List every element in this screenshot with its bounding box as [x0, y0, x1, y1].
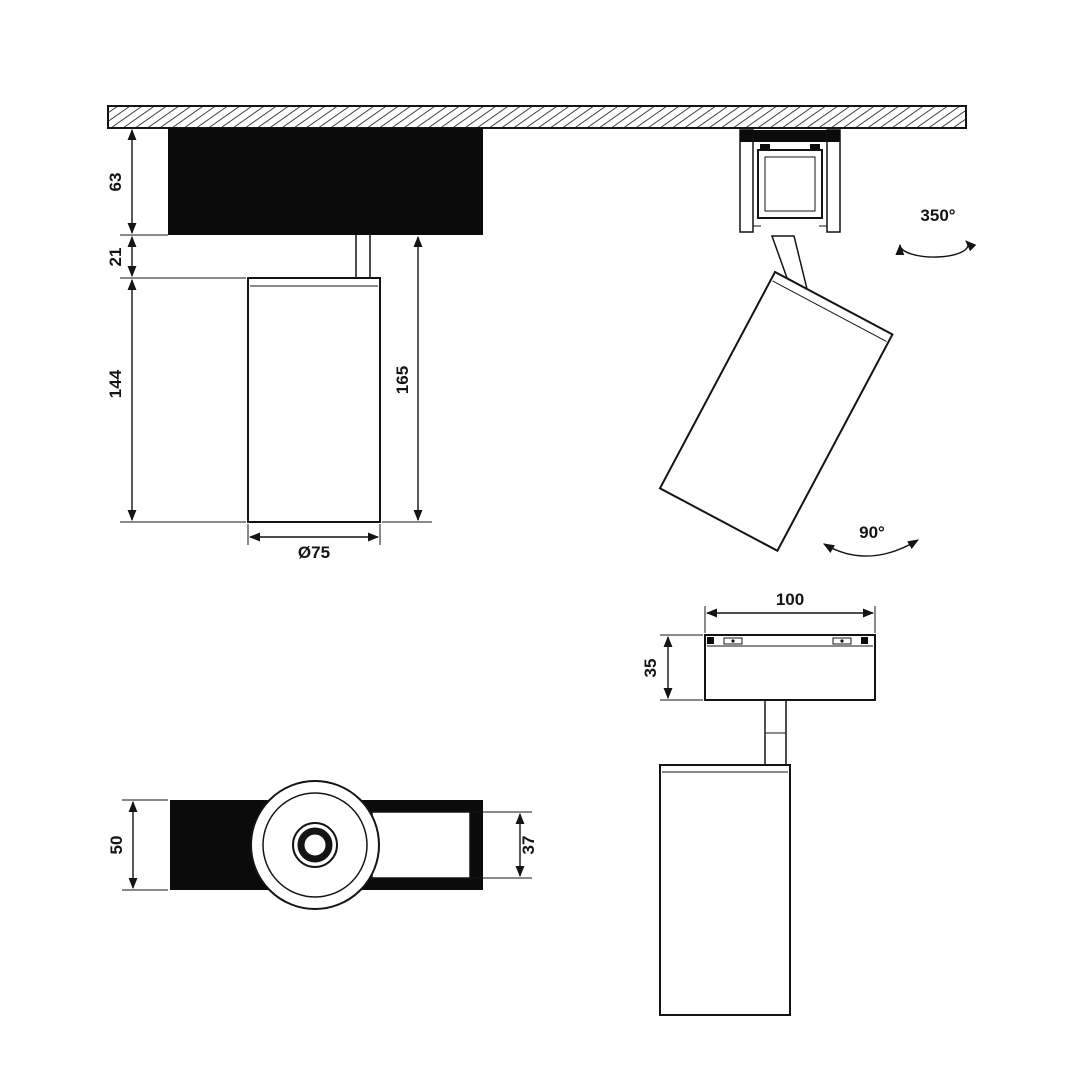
rotation-angle-label: 350° — [920, 206, 955, 225]
spotlight-body-side — [247, 277, 381, 523]
dim-adapter-width: 100 — [704, 590, 876, 633]
dim-label-diameter-75: Ø75 — [298, 543, 330, 562]
dim-label-144: 144 — [106, 369, 125, 398]
front-view — [659, 634, 876, 1016]
tilt-arrow — [823, 539, 919, 557]
bottom-view — [170, 780, 483, 910]
dim-label-165: 165 — [393, 366, 412, 394]
tilted-spotlight-body — [658, 270, 894, 553]
ceiling-hatched-section — [107, 105, 967, 129]
dim-label-63: 63 — [106, 173, 125, 192]
dim-label-35: 35 — [641, 659, 660, 678]
dim-label-100: 100 — [776, 590, 804, 609]
dim-track-depth: 63 21 144 — [106, 128, 246, 523]
dim-body-diameter: Ø75 — [247, 524, 381, 562]
tilt-annotation: 90° — [823, 523, 919, 557]
dim-overall-drop: 165 — [382, 235, 432, 523]
side-view — [168, 128, 483, 523]
lens-center — [297, 827, 333, 863]
housing-window — [371, 811, 471, 879]
track-adapter-front — [704, 634, 876, 701]
rotation-annotation: 350° — [895, 206, 977, 258]
dim-body-width: 50 — [107, 799, 168, 891]
track-cross-section — [739, 129, 841, 233]
tilt-angle-label: 90° — [859, 523, 885, 542]
recessed-track-housing — [168, 128, 483, 235]
lens-mid-ring — [262, 792, 368, 898]
dim-label-21: 21 — [106, 248, 125, 267]
dim-label-50: 50 — [107, 836, 126, 855]
dim-window-width: 37 — [474, 811, 538, 879]
tilted-spotlight — [658, 235, 894, 553]
track-adapter-section — [757, 149, 823, 219]
dim-adapter-height: 35 — [641, 634, 703, 701]
rotation-arrow — [895, 240, 977, 258]
spotlight-body-front — [659, 764, 791, 1016]
dim-label-37: 37 — [519, 836, 538, 855]
